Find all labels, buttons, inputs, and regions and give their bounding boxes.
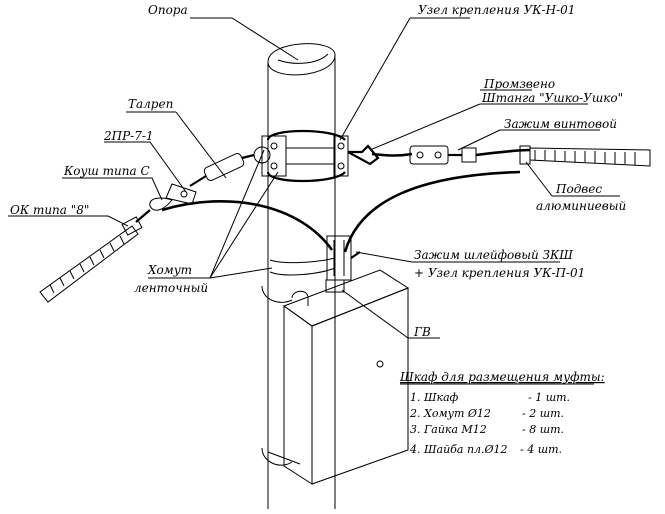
screw-clamp-label: Зажим винтовой xyxy=(504,117,617,131)
spec-item-qty: - 2 шт. xyxy=(522,407,564,420)
tensioner-label: Талреп xyxy=(128,97,173,111)
spec-item-qty: - 4 шт. xyxy=(520,443,562,456)
pole-label: Опора xyxy=(148,3,188,17)
right-hardware xyxy=(347,144,651,167)
galvanized-label: Промзвено xyxy=(483,77,555,91)
spec-item-name: 3. Гайка М12 xyxy=(410,423,487,436)
spec-item-qty: - 8 шт. xyxy=(522,423,564,436)
cabinet-spec-title: Шкаф для размещения муфты: xyxy=(399,370,605,384)
cabinet xyxy=(261,269,410,485)
leader-lines xyxy=(8,17,620,385)
pole xyxy=(267,43,336,509)
spec-item-name: 2. Хомут Ø12 xyxy=(409,407,491,420)
rod-label: Штанга "Ушко-Ушко" xyxy=(481,91,623,105)
uk-n-anchor-label: Узел крепления УК-Н-01 xyxy=(418,3,575,17)
suspension-label-1: Подвес xyxy=(555,182,602,196)
left-hardware xyxy=(39,146,271,303)
spec-item-name: 4. Шайба пл.Ø12 xyxy=(409,443,508,456)
ok-cable-label: ОК типа "8" xyxy=(10,203,89,217)
thimble-label: Коуш типа С xyxy=(63,164,150,178)
band-label-2: ленточный xyxy=(134,281,208,295)
loop-clamp-label: Зажим шлейфовый ЗКШ xyxy=(414,248,573,262)
loop-cables xyxy=(161,170,521,303)
band-label-1: Хомут xyxy=(147,263,192,277)
uk-p-anchor-label: + Узел крепления УК-П-01 xyxy=(414,266,585,280)
cabinet-spec: Шкаф для размещения муфты: 1. Шкаф - 1 ш… xyxy=(399,370,605,456)
link-2pr-label: 2ПР-7-1 xyxy=(103,129,154,143)
spec-item-qty: - 1 шт. xyxy=(528,391,570,404)
loop-clamp xyxy=(325,235,361,293)
gv-label: ГВ xyxy=(413,325,431,339)
suspension-label-2: алюминиевый xyxy=(536,199,626,213)
spec-item-name: 1. Шкаф xyxy=(410,391,459,404)
